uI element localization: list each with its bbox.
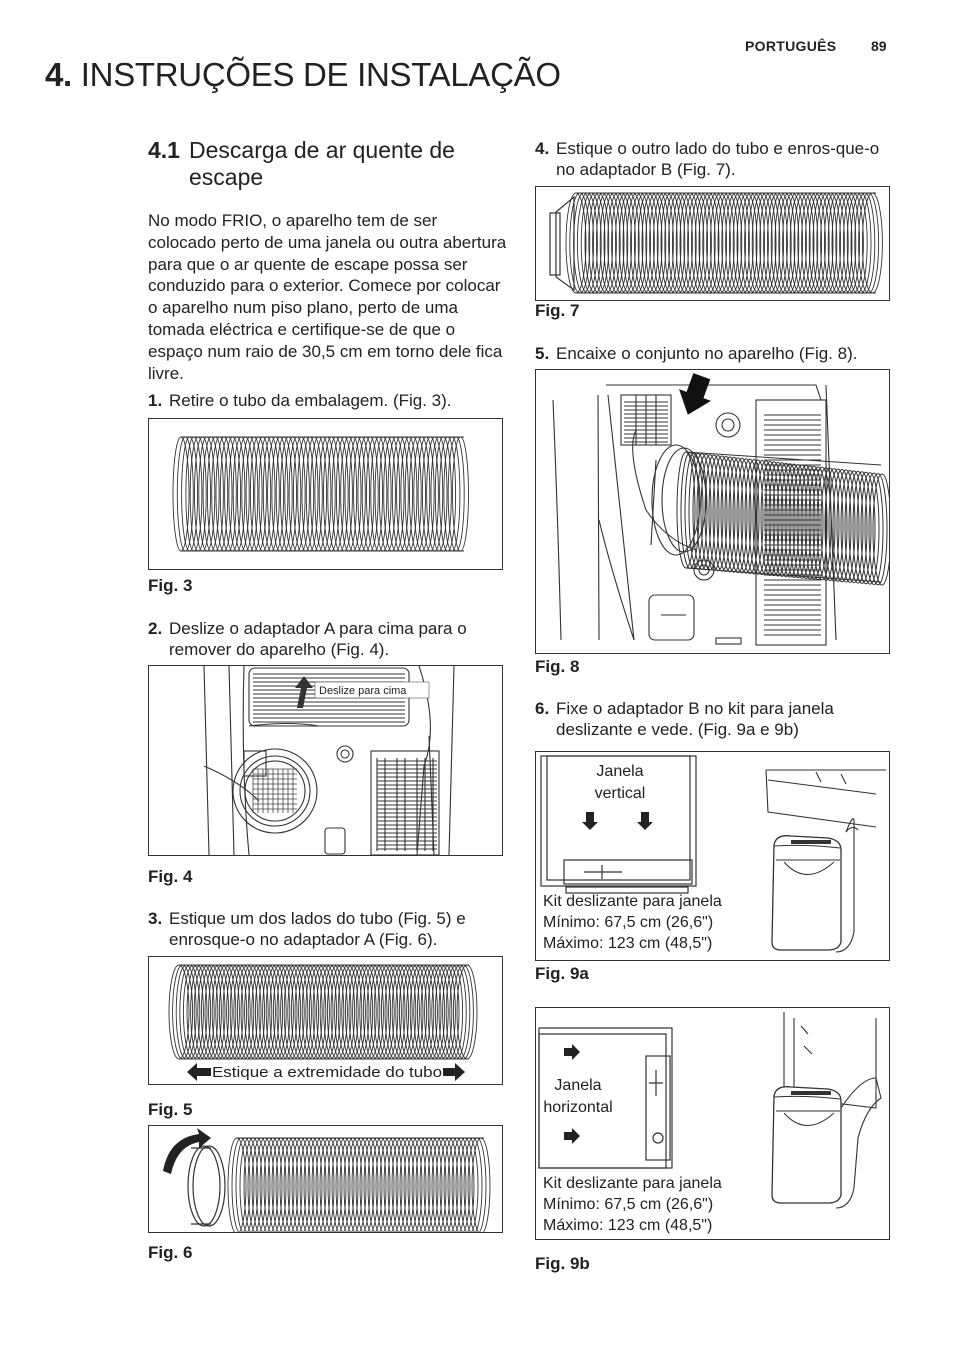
arrow-down-icon <box>679 373 711 415</box>
chapter-title-text: INSTRUÇÕES DE INSTALAÇÃO <box>80 56 561 93</box>
arrow-left-icon <box>187 1063 211 1081</box>
step-text: Estique o outro lado do tubo e enros-que… <box>556 139 880 179</box>
header-language: PORTUGUÊS <box>745 38 837 54</box>
figure-8-label: Fig. 8 <box>535 657 580 676</box>
arrow-down-icon <box>582 812 598 830</box>
figure-8 <box>535 369 890 654</box>
step-4: 4. Estique o outro lado do tubo e enros-… <box>535 138 895 180</box>
section-title-text: Descarga de ar quente de escape <box>189 137 455 190</box>
hose-with-adapter-illustration <box>549 192 883 294</box>
figure-7 <box>535 186 890 301</box>
figure-5: Estique a extremidade do tubo <box>148 956 503 1085</box>
section-title: 4.1 Descarga de ar quente de escape <box>148 137 508 191</box>
step-6: 6. Fixe o adaptador B no kit para janela… <box>535 698 895 740</box>
figure-4-label: Fig. 4 <box>148 867 193 886</box>
hose-attached-illustration <box>552 373 889 646</box>
adapter-removal-illustration: Deslize para cima <box>203 666 455 855</box>
step-3: 3. Estique um dos lados do tubo (Fig. 5)… <box>148 908 508 950</box>
step-text: Encaixe o conjunto no aparelho (Fig. 8). <box>556 344 858 363</box>
step-text: Fixe o adaptador B no kit para janela de… <box>556 699 834 739</box>
stretch-callout: Estique a extremidade do tubo <box>212 1064 442 1081</box>
step-5: 5. Encaixe o conjunto no aparelho (Fig. … <box>535 343 895 364</box>
section-number: 4.1 <box>148 137 180 163</box>
step-number: 6. <box>535 699 550 718</box>
figure-9b-label: Fig. 9b <box>535 1254 590 1273</box>
figure-3 <box>148 418 503 570</box>
step-number: 4. <box>535 139 550 158</box>
kit-maximum: Máximo: 123 cm (48,5") <box>543 1217 712 1234</box>
step-text: Estique um dos lados do tubo (Fig. 5) e … <box>169 909 466 949</box>
kit-label: Kit deslizante para janela <box>543 893 722 910</box>
window-label-2: horizontal <box>543 1099 612 1116</box>
kit-minimum: Mínimo: 67,5 cm (26,6") <box>543 1196 713 1213</box>
step-number: 2. <box>148 619 163 638</box>
chapter-number: 4. <box>45 56 72 93</box>
step-text: Deslize o adaptador A para cima para o r… <box>169 619 467 659</box>
figure-6-label: Fig. 6 <box>148 1243 193 1262</box>
hose-illustration <box>172 436 469 552</box>
step-1: 1. Retire o tubo da embalagem. (Fig. 3). <box>148 390 508 411</box>
figure-9a-label: Fig. 9a <box>535 964 589 983</box>
slide-up-callout: Deslize para cima <box>319 685 407 697</box>
step-number: 1. <box>148 391 163 410</box>
arrow-down-icon <box>637 812 653 830</box>
step-number: 5. <box>535 344 550 363</box>
kit-minimum: Mínimo: 67,5 cm (26,6") <box>543 914 713 931</box>
window-label-1: Janela <box>596 763 643 780</box>
intro-paragraph: No modo FRIO, o aparelho tem de ser colo… <box>148 211 507 383</box>
kit-maximum: Máximo: 123 cm (48,5") <box>543 935 712 952</box>
window-label-2: vertical <box>595 785 646 802</box>
stretched-hose-illustration: Estique a extremidade do tubo <box>168 964 478 1081</box>
figure-7-label: Fig. 7 <box>535 301 580 320</box>
step-2: 2. Deslize o adaptador A para cima para … <box>148 618 508 660</box>
window-label-1: Janela <box>554 1077 601 1094</box>
horizontal-window-illustration: Janela horizontal Kit deslizante para ja… <box>538 1012 882 1234</box>
rotate-arrow-icon <box>163 1128 211 1174</box>
step-text: Retire o tubo da embalagem. (Fig. 3). <box>169 391 452 410</box>
figure-9b: Janela horizontal Kit deslizante para ja… <box>535 1007 890 1240</box>
figure-3-label: Fig. 3 <box>148 576 193 595</box>
figure-9a: Janela vertical Kit deslizante para jane… <box>535 751 890 961</box>
page-number: 89 <box>871 38 887 54</box>
step-number: 3. <box>148 909 163 928</box>
arrow-right-icon <box>443 1063 465 1081</box>
chapter-title: 4. INSTRUÇÕES DE INSTALAÇÃO <box>45 56 561 94</box>
figure-4: Deslize para cima <box>148 665 503 856</box>
vertical-window-illustration: Janela vertical Kit deslizante para jane… <box>540 755 886 953</box>
kit-label: Kit deslizante para janela <box>543 1175 722 1192</box>
screw-adapter-illustration <box>163 1128 491 1232</box>
figure-5-label: Fig. 5 <box>148 1100 193 1119</box>
figure-6 <box>148 1125 503 1233</box>
arrow-right-icon <box>564 1044 580 1060</box>
arrow-right-icon <box>564 1128 580 1144</box>
